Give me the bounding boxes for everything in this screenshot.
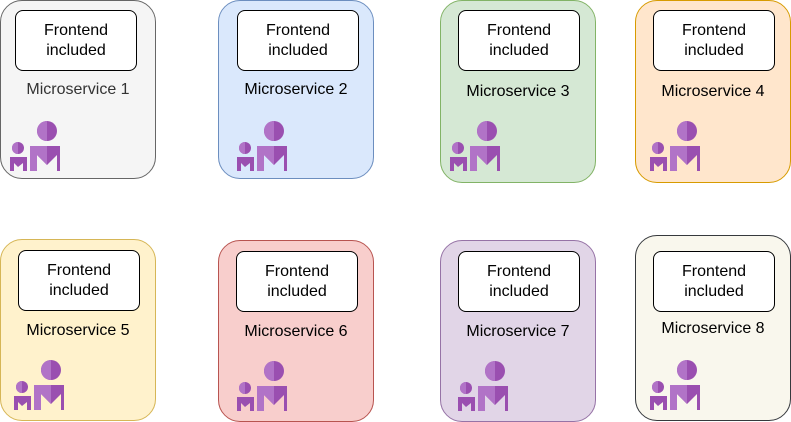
frontend-label: Frontend included [681,262,747,300]
users-icon [237,361,287,411]
microservice-name: Microservice 1 [26,81,130,98]
microservice-card[interactable]: Frontend included Microservice 7 [440,240,596,422]
microservice-card[interactable]: Frontend included Microservice 6 [218,240,374,422]
microservice-name: Microservice 8 [661,320,765,337]
frontend-box[interactable]: Frontend included [653,10,775,71]
microservice-card[interactable]: Frontend included Microservice 8 [635,235,791,421]
frontend-box[interactable]: Frontend included [18,250,140,311]
frontend-label: Frontend included [486,21,552,59]
microservice-name: Microservice 2 [244,81,348,98]
users-icon [650,360,700,410]
microservice-card[interactable]: Frontend included Microservice 5 [0,239,156,421]
frontend-label: Frontend included [486,262,552,300]
frontend-box[interactable]: Frontend included [237,10,359,71]
microservice-name: Microservice 7 [466,323,570,340]
microservice-name: Microservice 3 [466,83,570,100]
frontend-label: Frontend included [46,261,112,299]
frontend-label: Frontend included [264,262,330,300]
microservice-card[interactable]: Frontend included Microservice 4 [635,0,791,183]
frontend-label: Frontend included [43,21,109,59]
frontend-label: Frontend included [681,21,747,59]
frontend-box[interactable]: Frontend included [236,251,358,312]
users-icon [450,121,500,171]
microservice-name: Microservice 5 [26,322,130,339]
microservice-card[interactable]: Frontend included Microservice 1 [0,0,156,179]
frontend-box[interactable]: Frontend included [458,10,580,71]
users-icon [650,121,700,171]
users-icon [14,360,64,410]
frontend-box[interactable]: Frontend included [458,251,580,312]
users-icon [237,121,287,171]
users-icon [458,361,508,411]
frontend-box[interactable]: Frontend included [653,251,775,312]
microservice-card[interactable]: Frontend included Microservice 2 [218,0,374,179]
microservice-card[interactable]: Frontend included Microservice 3 [440,0,596,183]
frontend-label: Frontend included [265,21,331,59]
users-icon [10,121,60,171]
frontend-box[interactable]: Frontend included [15,10,137,71]
microservice-name: Microservice 6 [244,323,348,340]
microservice-name: Microservice 4 [661,83,765,100]
